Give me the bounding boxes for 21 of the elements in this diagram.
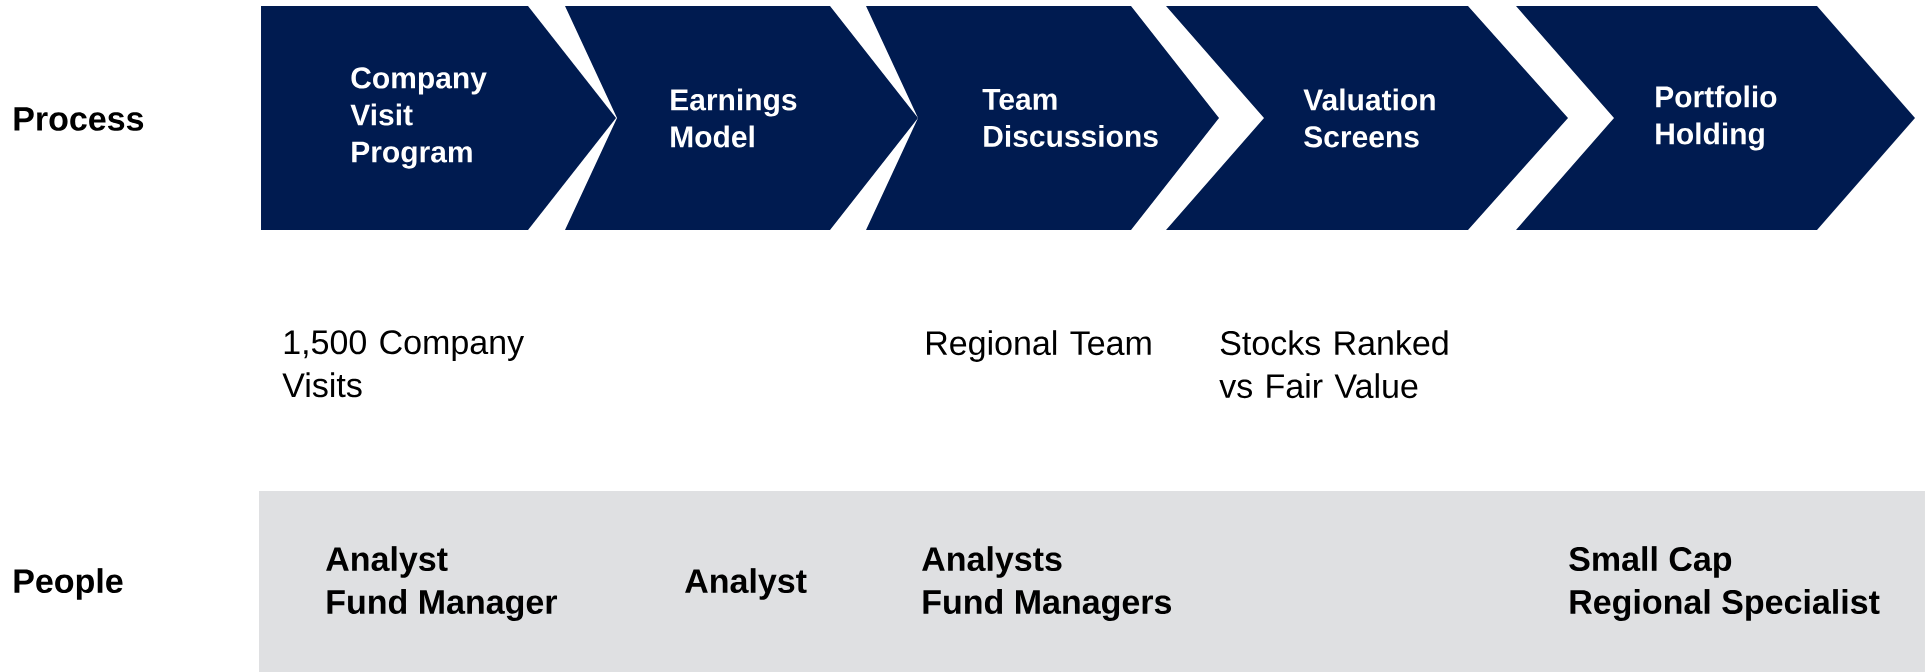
role-label: Small Cap [1569,546,1732,578]
chevron-step: Valuation Screens [1166,6,1568,230]
chevron-step: Company Visit Program [261,6,616,230]
chevron-step: Earnings Model [565,6,918,230]
chevron-step: Team Discussions [866,6,1219,230]
role-label: Analyst [685,568,807,600]
role-label: Analysts [922,546,1062,578]
node-label: Valuation Screens [1303,88,1435,148]
row-label: People [14,568,123,600]
role-label: Analyst [326,546,448,578]
step-note: Regional Team [927,330,1151,362]
chevron-step: Portfolio Holding [1516,6,1915,230]
row-label: Process [14,107,144,131]
node-label: Team Discussions [982,89,1158,147]
node-label: Company Visit Program [350,67,487,169]
step-note: 1,500 Company Visits [282,330,525,398]
step-note: Stocks Ranked vs Fair Value [1219,330,1448,399]
role-label: Fund Managers [923,589,1172,621]
role-label: Regional Specialist [1570,589,1880,621]
node-label: Earnings Model [671,88,797,148]
role-label: Fund Manager [327,589,558,621]
